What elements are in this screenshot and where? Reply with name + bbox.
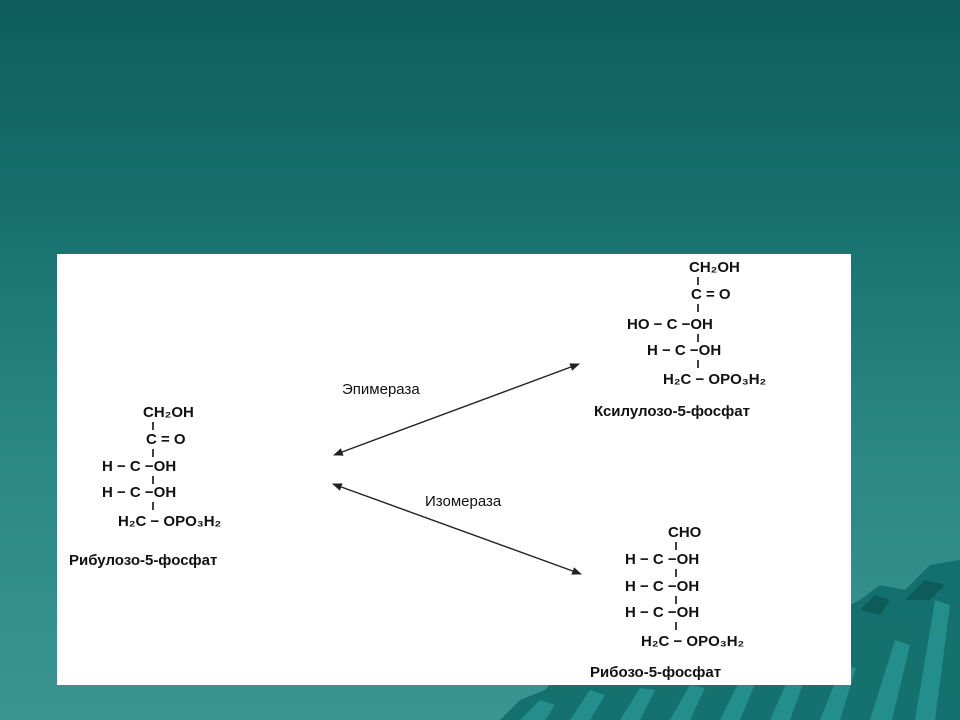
ribose-row-3: H − C −OH — [625, 578, 699, 595]
ribose-row-2: H − C −OH — [625, 551, 699, 568]
ribulose-row-2: C = O — [146, 431, 186, 448]
ribose-name: Рибозо-5-фосфат — [590, 664, 721, 681]
xylulose-structure: CH₂OH C = O HO − C −OH H − C −OH H₂C − O… — [594, 259, 766, 420]
xylulose-row-4: H − C −OH — [647, 342, 721, 359]
ribulose-row-5: H₂C − OPO₃H₂ — [118, 513, 221, 530]
isomerase-label: Изомераза — [425, 493, 502, 510]
ribulose-row-3: H − C −OH — [102, 458, 176, 475]
xylulose-row-2: C = O — [691, 286, 731, 303]
epimerase-arrow — [333, 363, 580, 456]
ribose-row-4: H − C −OH — [625, 604, 699, 621]
ribose-row-5: H₂C − OPO₃H₂ — [641, 633, 744, 650]
ribulose-row-4: H − C −OH — [102, 484, 176, 501]
ribulose-structure: CH₂OH C = O H − C −OH H − C −OH H₂C − OP… — [69, 404, 221, 569]
xylulose-name: Ксилулозо-5-фосфат — [594, 403, 750, 420]
epimerase-label: Эпимераза — [342, 381, 420, 398]
isomerase-arrow — [332, 483, 582, 575]
ribulose-name: Рибулозо-5-фосфат — [69, 552, 217, 569]
xylulose-row-1: CH₂OH — [689, 259, 740, 276]
xylulose-row-3: HO − C −OH — [627, 316, 713, 333]
ribose-structure: CHO H − C −OH H − C −OH H − C −OH H₂C − … — [590, 524, 744, 681]
ribulose-row-1: CH₂OH — [143, 404, 194, 421]
ribose-row-1: CHO — [668, 524, 702, 541]
xylulose-row-5: H₂C − OPO₃H₂ — [663, 371, 766, 388]
reaction-diagram-panel: CH₂OH C = O H − C −OH H − C −OH H₂C − OP… — [57, 254, 851, 685]
reaction-diagram: CH₂OH C = O H − C −OH H − C −OH H₂C − OP… — [69, 259, 766, 681]
